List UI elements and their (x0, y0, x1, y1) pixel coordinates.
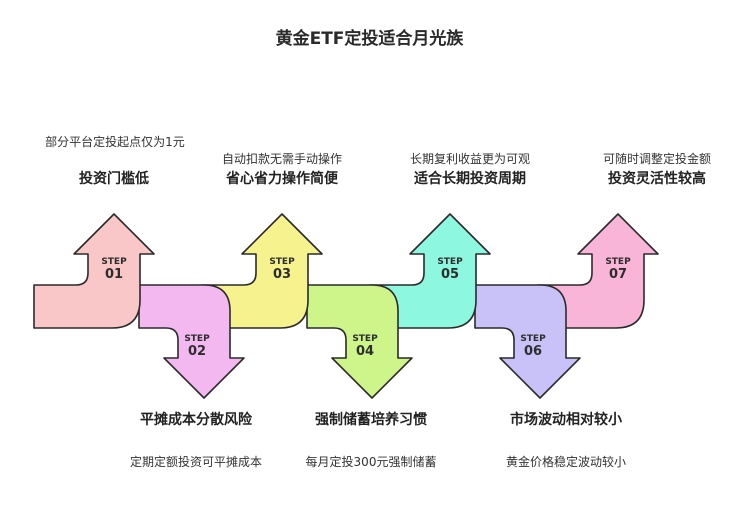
step-03-label: 省心省力操作简便 (226, 171, 338, 187)
step-07-arrow: STEP 07 (537, 213, 659, 329)
diagram-title: 黄金ETF定投适合月光族 (275, 29, 464, 49)
step-03-number: 03 (273, 267, 291, 282)
step-07-label: 投资灵活性较高 (608, 171, 706, 187)
step-02-label: 平摊成本分散风险 (140, 412, 252, 428)
step-07-step-word: STEP (605, 257, 631, 267)
step-03-shape (201, 213, 323, 329)
step-02-arrow: STEP 02 (138, 284, 245, 399)
step-05-label: 适合长期投资周期 (414, 171, 526, 187)
step-02-desc: 定期定额投资可平摊成本 (129, 455, 262, 469)
step-04-number: 04 (356, 344, 374, 359)
step-04-step-word: STEP (352, 334, 378, 344)
step-05-arrow: STEP 05 (369, 213, 491, 329)
step-04-arrow: STEP 04 (306, 284, 413, 399)
step-05-shape (369, 213, 491, 329)
step-04-desc: 每月定投300元强制储蓄 (305, 455, 437, 469)
step-01-desc: 部分平台定投起点仅为1元 (45, 135, 185, 149)
step-01-label: 投资门槛低 (79, 171, 149, 187)
step-03-desc: 自动扣款无需手动操作 (221, 152, 342, 166)
step-02-step-word: STEP (184, 334, 210, 344)
step-04-label: 强制储蓄培养习惯 (315, 412, 427, 428)
step-01-number: 01 (105, 267, 123, 282)
step-06-arrow: STEP 06 (474, 284, 581, 399)
step-05-number: 05 (441, 267, 459, 282)
step-05-step-word: STEP (437, 257, 463, 267)
step-06-shape (474, 284, 581, 399)
step-03-step-word: STEP (269, 257, 295, 267)
step-06-number: 06 (524, 344, 542, 359)
step-07-desc: 可随时调整定投金额 (602, 152, 711, 166)
step-02-number: 02 (188, 344, 206, 359)
step-01-step-word: STEP (101, 257, 127, 267)
step-05-desc: 长期复利收益更为可观 (409, 152, 530, 166)
step-01-shape (33, 213, 155, 329)
step-07-number: 07 (609, 267, 627, 282)
step-04-shape (306, 284, 413, 399)
step-02-shape (138, 284, 245, 399)
step-03-arrow: STEP 03 (201, 213, 323, 329)
step-07-shape (537, 213, 659, 329)
step-06-label: 市场波动相对较小 (510, 412, 622, 428)
step-06-desc: 黄金价格稳定波动较小 (505, 455, 626, 469)
step-06-step-word: STEP (520, 334, 546, 344)
step-01-arrow: STEP 01 (33, 213, 155, 329)
